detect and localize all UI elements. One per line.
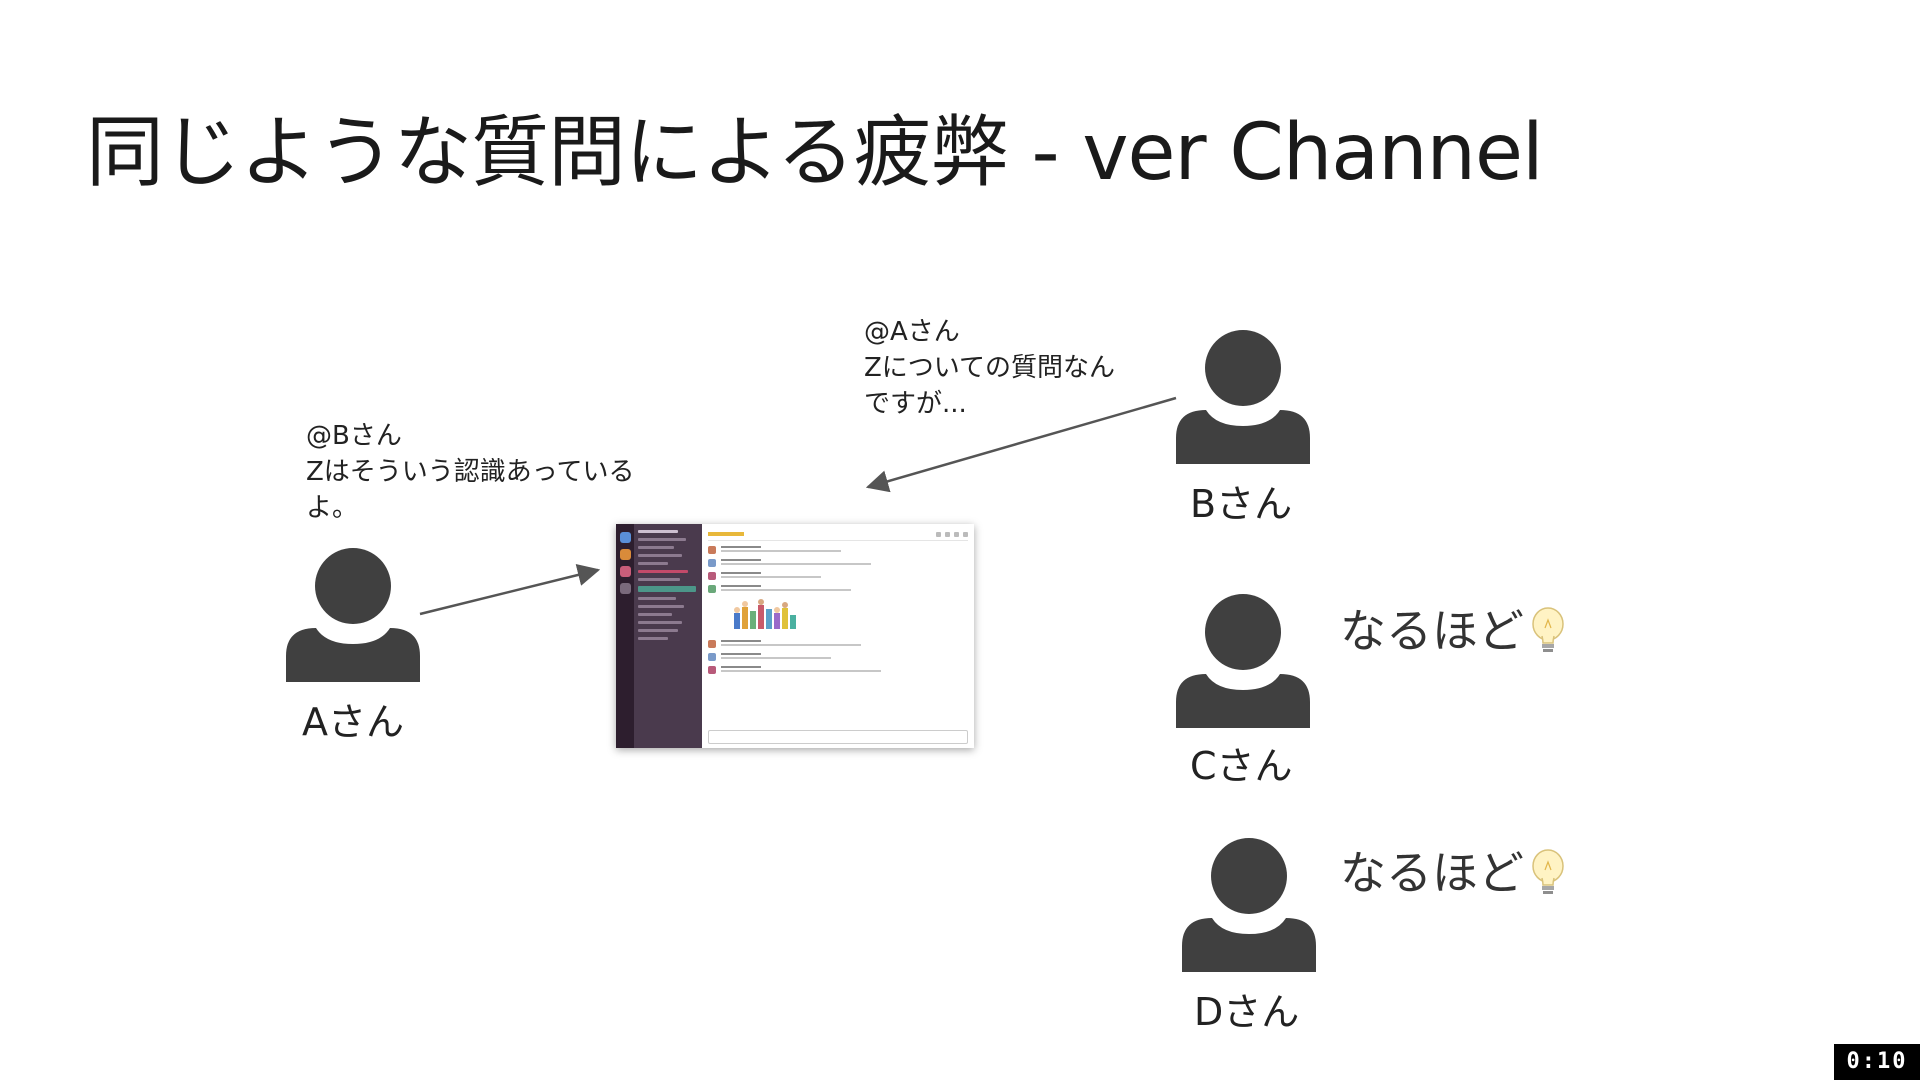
- message-from-a-line3: よ。: [306, 493, 359, 523]
- person-c-label: Cさん: [1190, 744, 1293, 788]
- message-from-b-line2: Zについての質問なん: [864, 353, 1116, 383]
- person-a-label: Aさん: [302, 700, 404, 744]
- person-c-icon: [1176, 594, 1310, 728]
- message-from-a-line1: @Bさん: [306, 421, 402, 451]
- message-from-a-line2: Zはそういう認識あっている: [306, 457, 635, 487]
- reaction-d-text: なるほど: [1340, 846, 1524, 900]
- lightbulb-icon: [1532, 607, 1564, 652]
- message-from-a: @Bさん Zはそういう認識あっている よ。: [306, 418, 635, 526]
- message-input: [708, 730, 968, 744]
- message-from-b-line3: ですが...: [864, 389, 967, 419]
- reaction-c: なるほど: [1340, 604, 1566, 658]
- channel-screenshot: [616, 524, 974, 748]
- reaction-c-text: なるほど: [1340, 604, 1524, 658]
- channel-sidebar: [634, 524, 702, 748]
- person-d-icon: [1182, 838, 1316, 972]
- slide-title: 同じような質問による疲弊 - ver Channel: [86, 108, 1544, 198]
- message-from-b: @Aさん Zについての質問なん ですが...: [864, 314, 1115, 422]
- person-b-icon: [1176, 330, 1310, 464]
- channel-main: [702, 524, 974, 748]
- message-from-b-line1: @Aさん: [864, 317, 960, 347]
- arrow-a-to-channel: [419, 563, 601, 616]
- person-a-icon: [286, 548, 420, 682]
- person-b-label: Bさん: [1190, 482, 1293, 526]
- lightbulb-icon: [1532, 849, 1564, 894]
- workspace-rail: [616, 524, 634, 748]
- person-d-label: Dさん: [1194, 990, 1300, 1034]
- illustration-thumbnail: [730, 599, 810, 631]
- reaction-d: なるほど: [1340, 846, 1566, 900]
- video-timestamp: 0:10: [1834, 1044, 1920, 1080]
